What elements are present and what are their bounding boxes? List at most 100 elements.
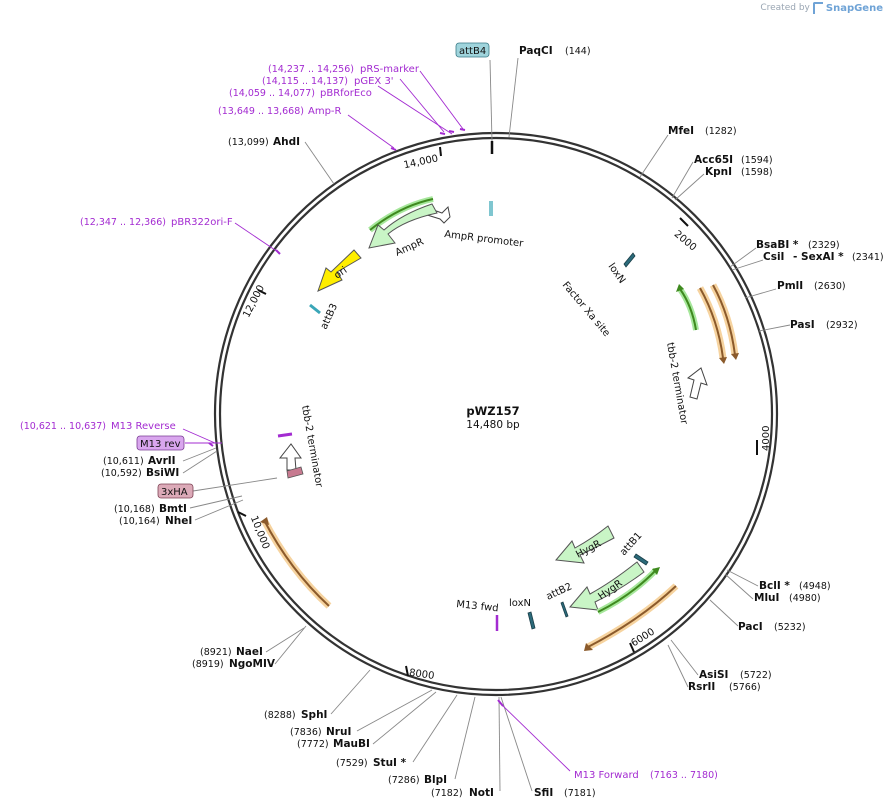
- leader-mfei: [639, 134, 669, 178]
- m13rev-box[interactable]: [136, 435, 185, 451]
- enzyme-bmti-name[interactable]: BmtI: [159, 503, 187, 515]
- enzyme-bsabi-name[interactable]: BsaBI *: [756, 239, 799, 251]
- primer-m13-forward-pos: (7163 .. 7180): [650, 770, 718, 781]
- ampr-arrow[interactable]: [368, 203, 438, 249]
- mark-prs-marker: [459, 128, 466, 131]
- enzyme-nhei-name[interactable]: NheI: [165, 515, 192, 527]
- enzyme-noti-name[interactable]: NotI: [469, 787, 494, 799]
- enzyme-pmli-name[interactable]: PmlI: [777, 280, 803, 292]
- leader-ahdi: [304, 141, 335, 185]
- mark-m13-forward: [497, 699, 504, 707]
- attb3-mark[interactable]: [309, 303, 321, 315]
- loxn-top-mark[interactable]: [623, 252, 636, 268]
- leader-rsrii: [667, 644, 689, 688]
- primer-m13-reverse-name[interactable]: M13 Reverse: [111, 421, 176, 432]
- attb4-box-label: attB4: [459, 46, 486, 57]
- m13rev-box-label: M13 rev: [140, 439, 181, 450]
- orf-bottom-line: [587, 585, 677, 648]
- enzyme-csii-name[interactable]: CsiI: [763, 251, 784, 263]
- tick-mark-8000: [405, 665, 409, 677]
- leader-noti: [498, 696, 501, 792]
- enzyme-bmti-pos: (10,168): [114, 504, 155, 515]
- enzyme-labels: PaqCI (144) MfeI (1282) Acc65I (1594) Kp…: [519, 45, 884, 799]
- 3xha-box[interactable]: [157, 483, 194, 499]
- 3xha-mark[interactable]: [286, 466, 304, 479]
- primer-amp-r-name[interactable]: Amp-R: [308, 106, 342, 117]
- mark-amp-r: [390, 147, 397, 151]
- enzyme-ngomiv-pos: (8919): [192, 659, 224, 670]
- attb2-mark[interactable]: [560, 601, 569, 618]
- m13rev-mark[interactable]: [277, 432, 293, 438]
- enzyme-acc65i-name[interactable]: Acc65I: [694, 154, 733, 166]
- enzyme-rsrii-name[interactable]: RsrII: [688, 681, 715, 693]
- enzyme-mlui-name[interactable]: MluI: [754, 592, 779, 604]
- enzyme-avrii-pos: (10,611): [103, 456, 144, 467]
- enzyme-bswi-name[interactable]: BsiWI: [146, 467, 179, 479]
- leader-bmti: [189, 495, 243, 509]
- attb4-mark[interactable]: [489, 201, 493, 216]
- hygr1-arrow[interactable]: [555, 525, 615, 564]
- enzyme-naei-name[interactable]: NaeI: [236, 646, 263, 658]
- primer-marks: [208, 128, 504, 707]
- enzyme-nrui-name[interactable]: NruI: [326, 726, 351, 738]
- backbone-outer: [213, 131, 779, 697]
- orf-right2-line: [712, 284, 736, 356]
- tbb2-left-label: tbb-2 terminator: [299, 405, 324, 489]
- leader-pasi: [758, 324, 791, 332]
- enzyme-paqci-name[interactable]: PaqCI: [519, 45, 553, 57]
- enzyme-ahdi-name[interactable]: AhdI: [273, 136, 300, 148]
- attb4-box[interactable]: [455, 42, 490, 58]
- enzyme-pasi-name[interactable]: PasI: [790, 319, 815, 331]
- enzyme-noti-pos: (7182): [431, 788, 463, 799]
- enzyme-stui-name[interactable]: StuI *: [373, 757, 407, 769]
- enzyme-paci-name[interactable]: PacI: [738, 621, 763, 633]
- leader-kpni: [674, 173, 705, 201]
- hygr2-arrow[interactable]: [569, 561, 645, 611]
- primer-prs-marker-name[interactable]: pRS-marker: [360, 64, 420, 75]
- orf-right2-head: [731, 353, 739, 360]
- enzyme-acc65i-pos: (1594): [741, 155, 773, 166]
- tbb2-left-arrow[interactable]: [278, 443, 302, 471]
- leader-stui: [412, 694, 458, 763]
- backbone: [213, 131, 779, 697]
- enzyme-ngomiv-name[interactable]: NgoMIV: [229, 658, 276, 670]
- enzyme-bsabi-pos: (2329): [808, 240, 840, 251]
- leader-bswi: [182, 450, 218, 474]
- leader-ngomiv: [274, 625, 307, 665]
- primer-pgex3-pos: (14,115 .. 14,137): [262, 76, 348, 87]
- enzyme-blpi-name[interactable]: BlpI: [424, 774, 447, 786]
- enzyme-sexai-name[interactable]: - SexAI *: [793, 251, 844, 263]
- primer-pbr322ori-f-name[interactable]: pBR322ori-F: [171, 217, 233, 228]
- primer-m13-forward-name[interactable]: M13 Forward: [574, 770, 639, 781]
- leader-sfii: [500, 696, 533, 792]
- enzyme-bcli-name[interactable]: BclI *: [759, 580, 790, 592]
- enzyme-sphi-name[interactable]: SphI: [301, 709, 327, 721]
- orf-right1-head: [719, 357, 727, 364]
- enzyme-sfii-name[interactable]: SfiI: [534, 787, 553, 799]
- leader-blpi: [454, 696, 476, 780]
- tick-6000: 6000: [629, 626, 656, 649]
- enzyme-kpni-name[interactable]: KpnI: [705, 166, 732, 178]
- plasmid-size: 14,480 bp: [466, 419, 520, 431]
- enzyme-asisi-name[interactable]: AsiSI: [699, 669, 728, 681]
- ori-arrow[interactable]: [317, 249, 362, 292]
- ampr-promoter-label: AmpR promoter: [444, 229, 525, 250]
- leader-sphi: [330, 669, 371, 715]
- tbb2-right-arrow[interactable]: [686, 367, 708, 400]
- attb1-mark[interactable]: [633, 553, 649, 566]
- primer-pgex3-name[interactable]: pGEX 3': [354, 76, 394, 87]
- loxn-bottom-mark[interactable]: [527, 611, 536, 630]
- orf-right-green-glow: [677, 287, 699, 331]
- enzyme-maubi-name[interactable]: MauBI: [333, 738, 370, 750]
- primer-pbrforeco-name[interactable]: pBRforEco: [320, 88, 372, 99]
- enzyme-mfei-name[interactable]: MfeI: [668, 125, 694, 137]
- ampr-orf-line: [369, 198, 434, 231]
- leader-acc65i: [671, 161, 694, 199]
- credit-prefix: Created by: [760, 3, 810, 13]
- enzyme-avrii-name[interactable]: AvrII: [148, 455, 176, 467]
- enzyme-sfii-pos: (7181): [564, 788, 596, 799]
- tbb2-right-label: tbb-2 terminator: [664, 342, 689, 426]
- enzyme-kpni-pos: (1598): [741, 167, 773, 178]
- ampr-label: AmpR: [394, 237, 426, 259]
- leader-asisi: [670, 639, 699, 676]
